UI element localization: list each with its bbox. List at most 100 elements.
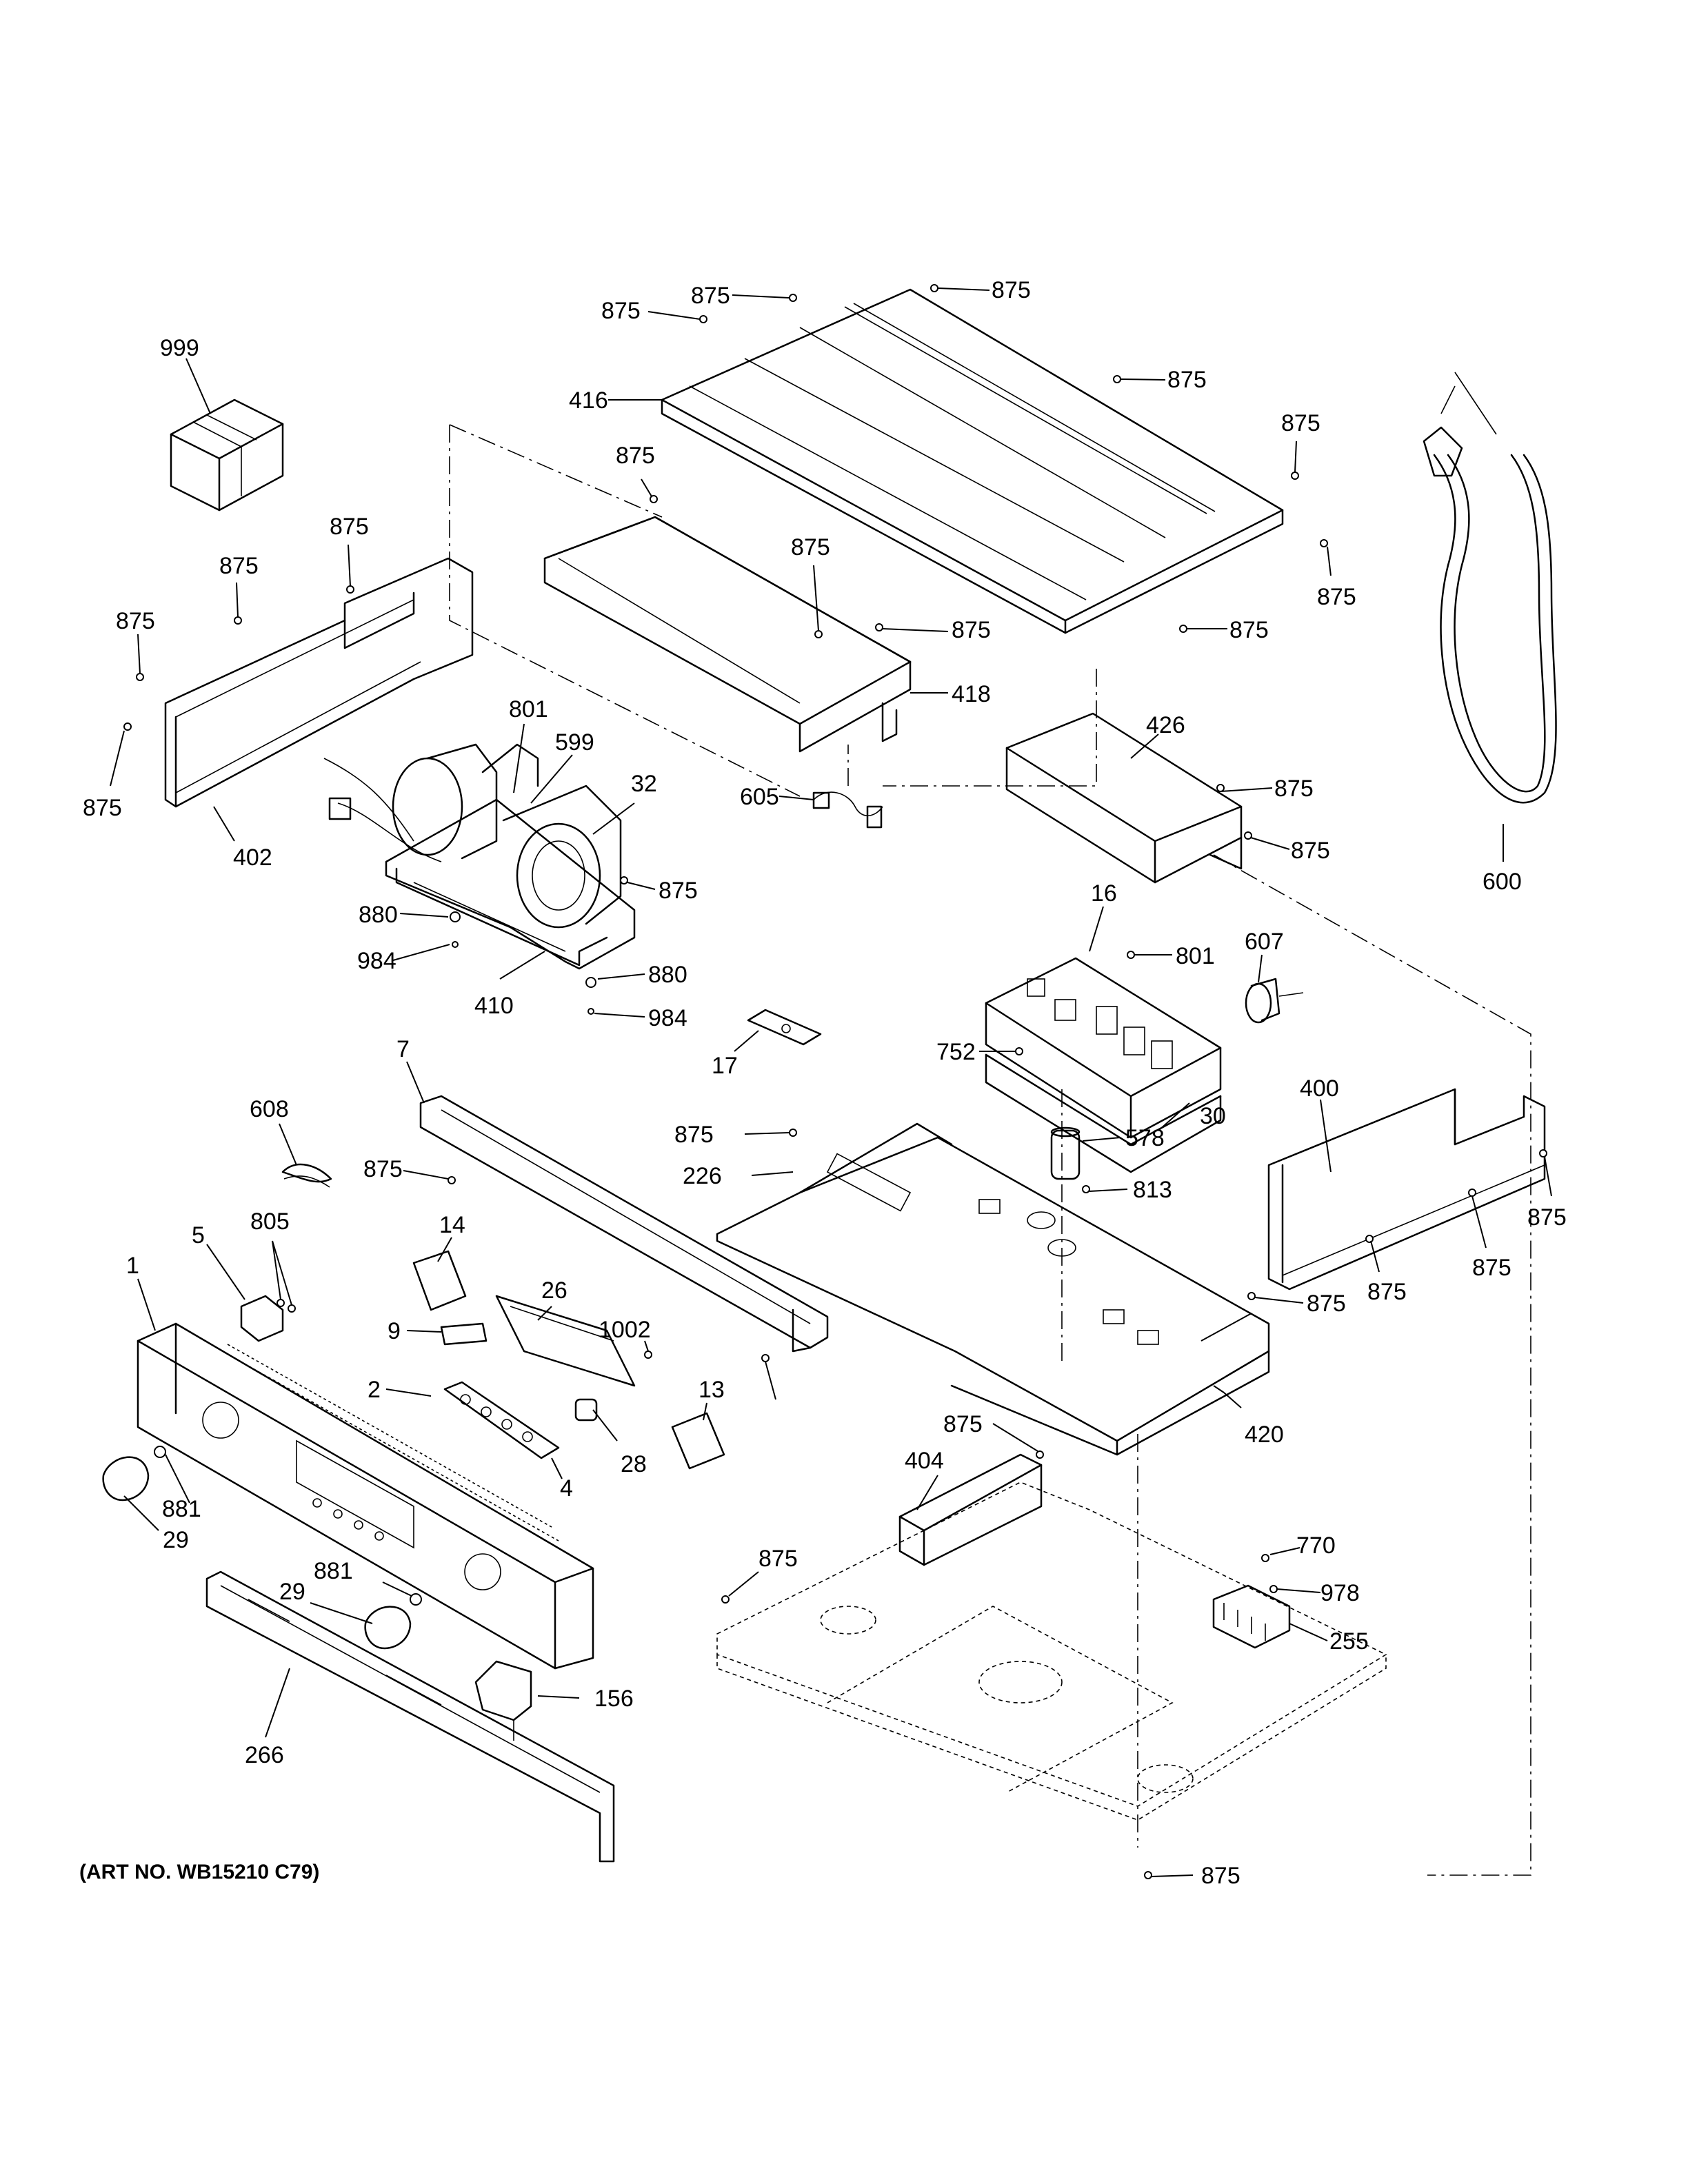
terminal-block-255 [1212,1584,1291,1649]
callout-label: 156 [594,1686,634,1712]
callout-label: 418 [952,681,991,707]
board-14 [412,1250,467,1311]
gasket-608 [281,1163,332,1188]
sensor-607 [1245,978,1304,1024]
callout-label: 875 [83,795,122,821]
callout-label: 875 [116,608,155,634]
wire-harness-605 [812,791,883,829]
literature-box [170,398,284,512]
callout-label: 426 [1146,712,1185,738]
callout-label: 404 [905,1448,944,1474]
callout-label: 608 [250,1096,289,1122]
callout-label: 875 [1229,617,1269,643]
side-panel-400 [1267,1088,1546,1291]
knob-29-right [364,1606,412,1650]
callout-label: 28 [621,1451,647,1477]
callout-label: 29 [163,1527,189,1553]
top-cover-416 [661,288,1284,634]
callout-label: 875 [791,534,830,560]
callout-label: 801 [509,696,548,722]
callout-label: 875 [1367,1279,1407,1305]
callout-label: 875 [1274,776,1314,802]
callout-label: 875 [1281,410,1320,436]
callout-label: 255 [1329,1628,1369,1655]
callout-label: 5 [192,1222,205,1248]
callout-label: 9 [388,1318,401,1344]
callout-label: 875 [616,443,655,469]
callout-label: 999 [160,335,199,361]
callout-label: 752 [936,1039,976,1065]
callout-label: 420 [1245,1422,1284,1448]
callout-label: 880 [359,902,398,928]
blower-assembly-32 [323,743,636,970]
callout-label: 880 [648,962,687,988]
callout-label: 607 [1245,929,1284,955]
callout-label: 605 [740,784,779,810]
callout-label: 805 [250,1209,290,1235]
encoder-28 [574,1398,598,1422]
control-board-16 [985,957,1222,1139]
callout-label: 875 [659,878,698,904]
callout-label: 600 [1483,869,1522,895]
callout-label: 875 [952,617,991,643]
callout-label: 875 [1472,1255,1511,1281]
switch-156 [474,1660,532,1741]
callout-label: 875 [1167,367,1207,393]
callout-label: 875 [1307,1291,1346,1317]
callout-label: 875 [674,1122,714,1148]
callout-label: 875 [758,1546,798,1572]
callout-label: 875 [1527,1204,1567,1231]
callout-label: 16 [1091,880,1117,907]
board-17 [747,1009,822,1046]
buttons-4 [443,1381,560,1459]
callout-label: 1002 [599,1317,651,1343]
callout-label: 875 [1201,1863,1240,1889]
callout-label: 17 [712,1053,738,1079]
control-panel-1 [137,1322,594,1670]
callout-label: 875 [601,298,641,324]
knob-29-left [102,1456,150,1502]
deck-226-420 [716,1122,1270,1456]
board-13 [671,1412,725,1470]
callout-label: 984 [648,1005,687,1031]
callout-label: 875 [1317,584,1356,610]
base-pan [716,1482,1387,1821]
board-housing-30 [985,1053,1222,1173]
callout-label: 4 [560,1475,573,1502]
callout-label: 14 [439,1212,465,1238]
board-9 [440,1322,488,1346]
capacitor-578 [1050,1126,1081,1180]
callout-label: 32 [631,771,657,797]
callout-label: 578 [1125,1125,1165,1151]
bracket-426 [1005,712,1243,884]
callout-label: 801 [1176,943,1215,969]
callout-label: 875 [330,514,369,540]
callout-label: 1 [126,1253,139,1279]
callout-label: 400 [1300,1075,1339,1102]
callout-label: 813 [1133,1177,1172,1203]
leader-lines [110,287,1552,1877]
art-number-caption: (ART NO. WB15210 C79) [79,1861,319,1883]
callout-label: 416 [569,387,608,414]
blower-base-410 [395,867,608,967]
power-cord-600 [1423,372,1557,804]
lower-trim-266 [205,1570,615,1863]
board-26 [495,1295,636,1387]
callout-label: 875 [992,277,1031,303]
callout-label: 410 [474,993,514,1019]
bracket-5 [240,1295,284,1342]
callout-label: 29 [279,1579,305,1605]
shield-418 [543,516,912,753]
callout-label: 30 [1200,1103,1226,1129]
callout-label: 875 [219,553,259,579]
callout-label: 875 [363,1156,403,1182]
callout-label: 7 [396,1036,410,1062]
callout-label: 402 [233,845,272,871]
callout-label: 770 [1296,1533,1336,1559]
callout-label: 881 [162,1496,201,1522]
trim-rail-7 [419,1095,829,1353]
callout-label: 875 [943,1411,983,1437]
callout-label: 599 [555,729,594,756]
callout-label: 881 [314,1558,353,1584]
